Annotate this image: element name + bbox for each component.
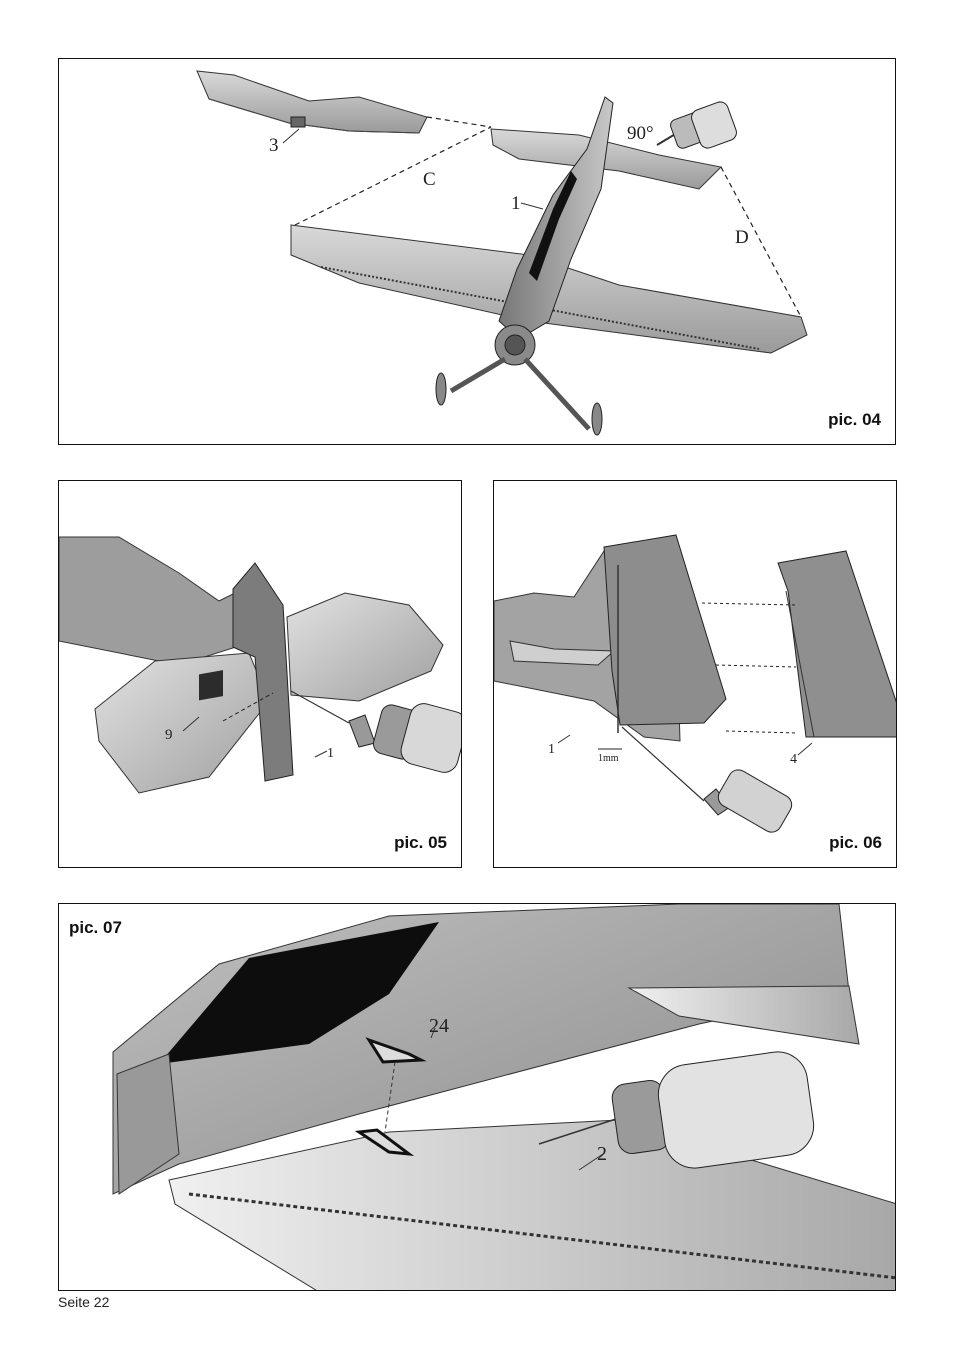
figure-caption: pic. 05 [394, 833, 447, 852]
hinge-part [199, 670, 223, 701]
callout-gap: 1mm [598, 753, 619, 764]
airplane-assembly-illustration: 3 90° 1 C D [196, 70, 808, 436]
callout-part-24: 24 [429, 1015, 449, 1037]
callout-line-c: C [423, 169, 436, 190]
callout-part-4: 4 [790, 752, 797, 767]
callout-part-2: 2 [597, 1143, 607, 1165]
figure-caption: pic. 06 [829, 833, 882, 852]
fin-part [232, 562, 294, 782]
canopy [159, 922, 439, 1064]
callout-line-d: D [735, 227, 749, 248]
callout-part-1: 1 [511, 193, 521, 214]
figure-pic-05: 9 1 pic. 05 [58, 480, 462, 868]
rudder-attach-illustration: 1 1mm 4 [494, 534, 896, 833]
guide-line-c [294, 126, 492, 226]
guide-line-top [426, 116, 492, 128]
figure-pic-07: 24 2 pic. 07 [58, 903, 896, 1291]
fuselage [435, 96, 614, 436]
tail-hinge-illustration: 9 1 [59, 536, 461, 794]
fin-part [603, 534, 727, 726]
figure-caption: pic. 04 [828, 410, 881, 429]
figure-pic-06: 1 1mm 4 pic. 06 [493, 480, 897, 868]
glue-bottle-icon [290, 690, 461, 773]
figure-pic-04: 3 90° 1 C D pic. 04 [58, 58, 896, 445]
glue-bottle-icon [621, 726, 793, 833]
callout-angle: 90° [627, 123, 654, 144]
stabilizer-part [196, 70, 428, 134]
wing-horn-illustration: 24 2 [112, 904, 895, 1290]
callout-part-3: 3 [269, 135, 279, 156]
glue-bottle-icon [538, 1051, 815, 1169]
callout-part-9: 9 [165, 727, 173, 743]
rudder-part [777, 550, 896, 738]
figure-caption: pic. 07 [69, 918, 122, 937]
glue-bottle-icon [656, 101, 737, 149]
page-number: Seite 22 [58, 1294, 110, 1310]
control-horn-part [365, 1037, 427, 1064]
callout-part-1: 1 [548, 742, 555, 757]
callout-part-1: 1 [327, 746, 334, 761]
guide-line-d [720, 166, 802, 318]
